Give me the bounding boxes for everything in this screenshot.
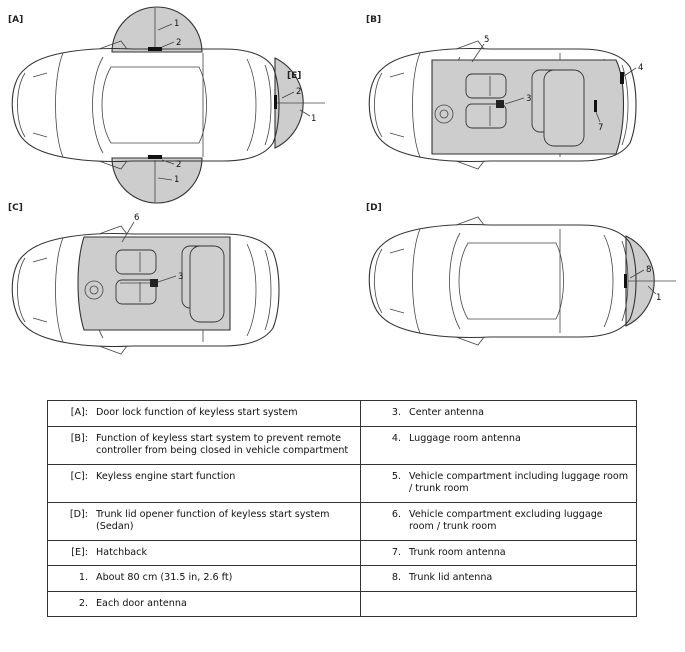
panel-d-diagram: 8 1 <box>368 216 676 346</box>
legend-row: [C]: Keyless engine start function 5. Vehic… <box>47 463 637 503</box>
callout-a-2-top: 2 <box>176 38 181 48</box>
legend-key: 7. <box>391 546 401 558</box>
keyless-system-diagram: [A] [B] [C] [D] 1 2 2 1 2 1 [E] <box>8 6 676 355</box>
legend-description: Trunk room antenna <box>409 546 506 558</box>
panel-label-b: [B] <box>366 15 381 25</box>
legend-row: [E]: Hatchback 7. Trunk room antenna <box>47 539 637 566</box>
legend-key: [A]: <box>70 407 88 418</box>
legend-cell-left: [C]: Keyless engine start function <box>47 463 361 503</box>
panel-b-diagram: 5 3 4 7 <box>368 35 643 170</box>
panel-label-d: [D] <box>366 203 382 213</box>
legend-cell-left: [B]: Function of keyless start system to … <box>47 425 361 465</box>
legend-description: Vehicle compartment excluding luggage ro… <box>409 508 603 533</box>
legend-description: Each door antenna <box>96 597 187 609</box>
legend-key: 5. <box>391 470 401 482</box>
legend-key: [E]: <box>71 546 88 558</box>
legend-cell-left: 1. About 80 cm (31.5 in, 2.6 ft) <box>47 565 361 592</box>
legend-description: Trunk lid antenna <box>409 572 493 583</box>
legend-cell-right: 8. Trunk lid antenna <box>360 565 637 592</box>
legend-cell-right: 5. Vehicle compartment including luggage … <box>360 463 637 503</box>
door-zone-top <box>111 6 203 53</box>
panel-c-diagram: 6 3 <box>11 213 280 355</box>
legend-cell-right: 6. Vehicle compartment excluding luggage … <box>360 501 637 541</box>
legend-key: [C]: <box>70 470 88 482</box>
callout-a-1-rear: 1 <box>311 114 316 124</box>
callout-b-4: 4 <box>638 63 643 73</box>
legend-key: 1. <box>78 572 88 583</box>
legend-description: Vehicle compartment including luggage ro… <box>409 470 629 495</box>
callout-d-1: 1 <box>656 293 661 303</box>
legend-description: Trunk lid opener function of keyless sta… <box>96 508 330 533</box>
legend-description: Door lock function of keyless start syst… <box>96 407 298 418</box>
panel-label-c: [C] <box>8 203 23 213</box>
legend-key: [B]: <box>70 432 88 444</box>
legend-cell-right <box>360 590 637 617</box>
callout-a-1-bottom: 1 <box>174 175 179 185</box>
legend-description: About 80 cm (31.5 in, 2.6 ft) <box>96 572 233 583</box>
legend-key: 2. <box>78 597 88 609</box>
callout-b-5: 5 <box>484 35 489 45</box>
callout-a-1-top: 1 <box>174 19 179 29</box>
legend-row: 2. Each door antenna <box>47 590 637 617</box>
legend-key: 3. <box>391 407 401 418</box>
panel-label-a: [A] <box>8 15 23 25</box>
callout-b-7: 7 <box>598 123 603 133</box>
legend-description: Function of keyless start system to prev… <box>96 432 349 457</box>
legend-cell-right: 3. Center antenna <box>360 400 637 427</box>
callout-a-2-bottom: 2 <box>176 160 181 170</box>
door-zone-bottom <box>111 157 203 204</box>
legend-row: 1. About 80 cm (31.5 in, 2.6 ft) 8. Trunk l… <box>47 565 637 592</box>
legend-cell-left: [A]: Door lock function of keyless start … <box>47 400 361 427</box>
panel-label-e: [E] <box>287 71 301 81</box>
legend-key: 6. <box>391 508 401 520</box>
legend-description: Luggage room antenna <box>409 432 521 444</box>
legend-cell-right: 4. Luggage room antenna <box>360 425 637 465</box>
panel-a-diagram: 1 2 2 1 2 1 [E] <box>11 6 325 204</box>
legend-row: [D]: Trunk lid opener function of keyless… <box>47 501 637 541</box>
callout-c-6: 6 <box>134 213 139 223</box>
legend-cell-left: 2. Each door antenna <box>47 590 361 617</box>
callout-b-3: 3 <box>526 94 531 104</box>
callout-d-8: 8 <box>646 265 651 275</box>
legend-cell-right: 7. Trunk room antenna <box>360 539 637 566</box>
legend-row: [A]: Door lock function of keyless start … <box>47 400 637 427</box>
legend-key: 4. <box>391 432 401 444</box>
legend-cell-left: [D]: Trunk lid opener function of keyless… <box>47 501 361 541</box>
legend-key: [D]: <box>69 508 88 520</box>
legend-cell-left: [E]: Hatchback <box>47 539 361 566</box>
legend-description: Center antenna <box>409 407 485 418</box>
legend-description: Keyless engine start function <box>96 470 236 482</box>
legend-row: [B]: Function of keyless start system to … <box>47 425 637 465</box>
legend-table: [A]: Door lock function of keyless start … <box>47 400 637 617</box>
legend-description: Hatchback <box>96 546 148 558</box>
callout-a-2-rear: 2 <box>296 87 301 97</box>
legend-key: 8. <box>391 572 401 583</box>
callout-c-3: 3 <box>178 272 183 282</box>
